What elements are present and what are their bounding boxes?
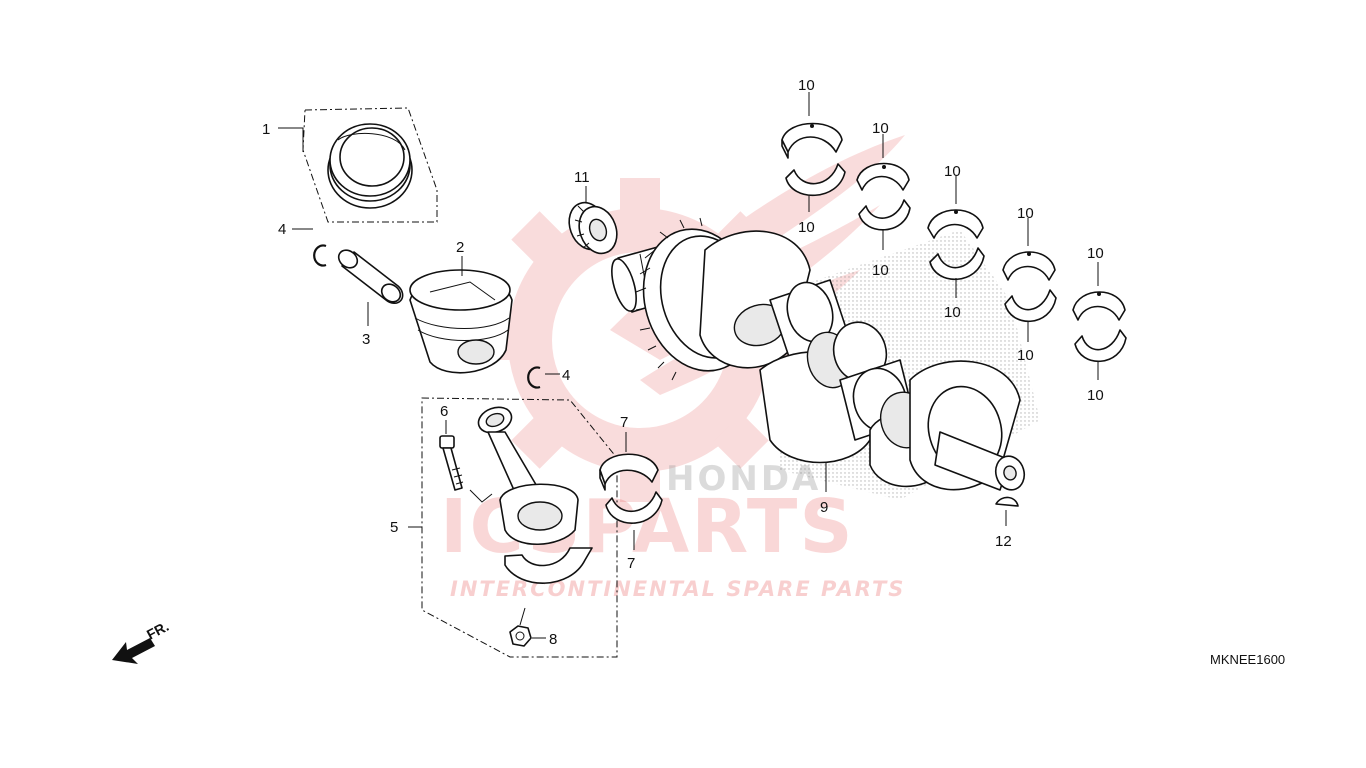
callout-10-3a: 10 xyxy=(944,163,961,180)
callout-10-3b: 10 xyxy=(944,304,961,321)
main-bearing-5 xyxy=(1072,291,1127,363)
callout-10-1b: 10 xyxy=(798,219,815,236)
piston-pin-clip-upper xyxy=(313,244,327,267)
callout-12: 12 xyxy=(995,533,1012,550)
callout-8: 8 xyxy=(549,631,557,648)
callout-7-lower: 7 xyxy=(627,555,635,572)
callout-7-upper: 7 xyxy=(620,414,628,431)
callout-9: 9 xyxy=(820,499,828,516)
main-bearing-1 xyxy=(781,122,846,197)
front-direction-label: FR. xyxy=(144,618,171,643)
timing-sprocket xyxy=(568,201,618,255)
callout-10-2b: 10 xyxy=(872,262,889,279)
callout-10-5a: 10 xyxy=(1087,245,1104,262)
piston-ring-set xyxy=(302,107,438,223)
diagram-code: MKNEE1600 xyxy=(1210,652,1285,667)
front-direction-arrow-icon xyxy=(112,638,155,664)
callout-3: 3 xyxy=(362,331,370,348)
main-bearing-3 xyxy=(927,209,985,281)
callout-4-upper: 4 xyxy=(278,221,286,238)
connecting-rod-assembly xyxy=(421,397,618,658)
rod-bearing-lower xyxy=(605,491,663,524)
watermark-tagline: INTERCONTINENTAL SPARE PARTS xyxy=(450,577,905,601)
callout-10-1a: 10 xyxy=(798,77,815,94)
rod-bearing-upper xyxy=(599,453,659,491)
callout-10-4a: 10 xyxy=(1017,205,1034,222)
callout-11: 11 xyxy=(574,169,590,186)
piston xyxy=(409,269,513,374)
callout-6: 6 xyxy=(440,403,448,420)
crankshaft xyxy=(611,217,1026,491)
callout-1: 1 xyxy=(262,121,270,138)
piston-pin xyxy=(337,249,404,304)
callout-5: 5 xyxy=(390,519,398,536)
piston-pin-clip-lower xyxy=(527,366,541,389)
callout-2: 2 xyxy=(456,239,464,256)
woodruff-key xyxy=(995,496,1019,507)
callout-10-2a: 10 xyxy=(872,120,889,137)
main-bearing-4 xyxy=(1002,251,1057,323)
main-bearing-2 xyxy=(856,162,911,231)
callout-4-lower: 4 xyxy=(562,367,570,384)
callout-10-4b: 10 xyxy=(1017,347,1034,364)
callout-10-5b: 10 xyxy=(1087,387,1104,404)
